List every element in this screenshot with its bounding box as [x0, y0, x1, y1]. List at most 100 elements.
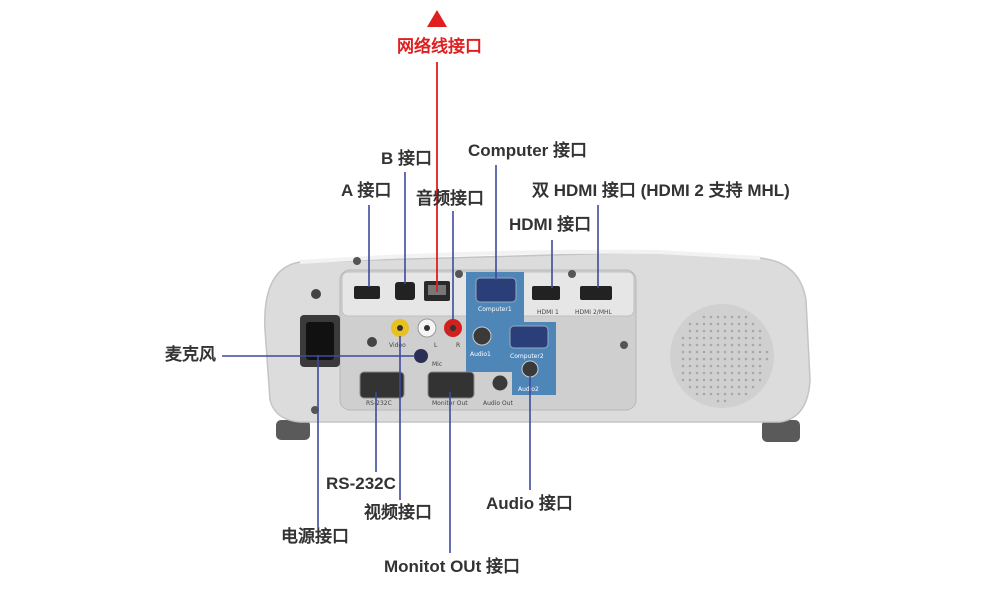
network-arrow-icon — [427, 10, 447, 27]
projector-top-ridge — [299, 249, 761, 264]
grille-hole — [730, 315, 734, 319]
audio-r-center — [450, 325, 456, 331]
grille-hole — [716, 357, 720, 361]
grille-hole — [702, 322, 706, 326]
grille-hole — [758, 371, 762, 375]
grille-hole — [723, 343, 727, 347]
grille-hole — [751, 364, 755, 368]
panel-label-computer1: Computer1 — [478, 306, 512, 313]
usb-b-port — [395, 282, 415, 300]
grille-hole — [688, 343, 692, 347]
grille-hole — [723, 322, 727, 326]
grille-hole — [751, 371, 755, 375]
grille-hole — [695, 329, 699, 333]
mic-port — [414, 349, 428, 363]
grille-hole — [688, 357, 692, 361]
grille-hole — [730, 364, 734, 368]
grille-hole — [730, 392, 734, 396]
grille-hole — [730, 385, 734, 389]
grille-hole — [688, 364, 692, 368]
audio-l-center — [424, 325, 430, 331]
grille-hole — [730, 336, 734, 340]
label-audio-in: 音频接口 — [416, 189, 484, 208]
grille-hole — [730, 322, 734, 326]
grille-hole — [702, 378, 706, 382]
grille-hole — [730, 350, 734, 354]
grille-hole — [730, 371, 734, 375]
grille-hole — [702, 350, 706, 354]
grille-hole — [709, 371, 713, 375]
grille-hole — [681, 350, 685, 354]
grille-hole — [716, 322, 720, 326]
grille-hole — [737, 322, 741, 326]
hdmi2-port — [580, 286, 612, 300]
grille-hole — [723, 392, 727, 396]
grille-hole — [681, 336, 685, 340]
grille-hole — [716, 350, 720, 354]
grille-hole — [723, 385, 727, 389]
label-monitor-out: Monitot OUt 接口 — [384, 557, 520, 576]
grille-hole — [716, 392, 720, 396]
panel-label-l: L — [434, 342, 438, 349]
grille-hole — [758, 364, 762, 368]
grille-hole — [723, 329, 727, 333]
grille-hole — [744, 322, 748, 326]
grille-hole — [681, 378, 685, 382]
grille-hole — [744, 343, 748, 347]
grille-hole — [751, 378, 755, 382]
grille-hole — [730, 329, 734, 333]
grille-hole — [723, 364, 727, 368]
grille-hole — [702, 343, 706, 347]
grille-hole — [751, 322, 755, 326]
grille-hole — [723, 371, 727, 375]
grille-hole — [681, 364, 685, 368]
grille-hole — [723, 350, 727, 354]
grille-hole — [737, 315, 741, 319]
foot-left — [276, 420, 310, 440]
panel-label-rs232c: RS-232C — [366, 400, 392, 407]
grille-hole — [716, 343, 720, 347]
grille-hole — [702, 357, 706, 361]
grille-hole — [744, 364, 748, 368]
label-a-port: A 接口 — [341, 181, 392, 200]
grille-hole — [695, 385, 699, 389]
grille-hole — [737, 392, 741, 396]
grille-hole — [695, 378, 699, 382]
grille-hole — [744, 371, 748, 375]
grille-hole — [716, 329, 720, 333]
grille-hole — [751, 336, 755, 340]
grille-hole — [695, 357, 699, 361]
grille-hole — [758, 357, 762, 361]
label-computer: Computer 接口 — [468, 141, 587, 160]
grille-hole — [688, 329, 692, 333]
audio-out-port — [491, 374, 509, 392]
grille-hole — [744, 329, 748, 333]
panel-label-audio2: Audio2 — [518, 386, 539, 393]
grille-hole — [744, 357, 748, 361]
grille-hole — [695, 392, 699, 396]
screw — [311, 289, 321, 299]
grille-hole — [744, 385, 748, 389]
grille-hole — [709, 392, 713, 396]
screw — [568, 270, 576, 278]
grille-hole — [723, 336, 727, 340]
grille-hole — [744, 392, 748, 396]
grille-hole — [709, 336, 713, 340]
grille-hole — [702, 336, 706, 340]
grille-hole — [709, 385, 713, 389]
grille-hole — [709, 322, 713, 326]
grille-hole — [744, 350, 748, 354]
grille-hole — [737, 385, 741, 389]
panel-label-video: Video — [389, 342, 406, 349]
label-network: 网络线接口 — [397, 37, 482, 56]
grille-hole — [688, 385, 692, 389]
grille-hole — [758, 329, 762, 333]
panel-label-audio-out: Audio Out — [483, 400, 513, 407]
grille-hole — [688, 378, 692, 382]
audio1-port — [472, 326, 492, 346]
grille-hole — [695, 350, 699, 354]
grille-hole — [716, 399, 720, 403]
grille-hole — [695, 322, 699, 326]
grille-hole — [751, 357, 755, 361]
